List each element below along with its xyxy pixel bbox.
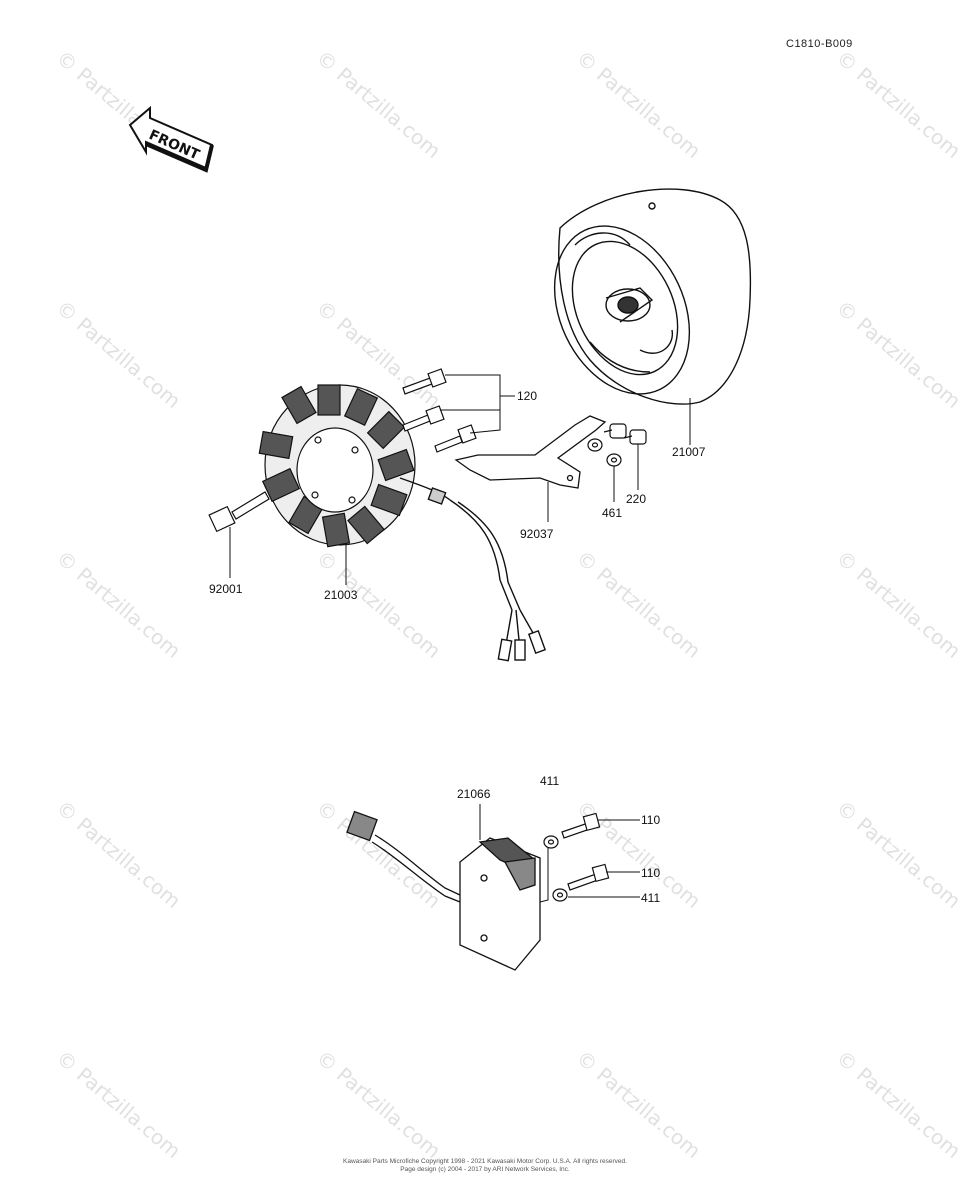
label-92001: 92001 [209, 582, 243, 596]
label-220: 220 [626, 492, 646, 506]
rotor-drawing [553, 188, 752, 405]
label-411-top: 411 [540, 774, 559, 788]
bolt-92001 [208, 491, 270, 533]
watermark: © Partzilla.com [312, 1045, 446, 1163]
watermark: © Partzilla.com [572, 545, 706, 663]
label-461: 461 [602, 506, 622, 520]
watermark: © Partzilla.com [52, 545, 186, 663]
fasteners-110-411 [543, 812, 610, 902]
watermark: © Partzilla.com [572, 1045, 706, 1163]
label-411-bottom: 411 [641, 891, 660, 905]
watermark: © Partzilla.com [572, 795, 706, 913]
label-110-bottom: 110 [641, 866, 660, 880]
watermark: © Partzilla.com [312, 545, 446, 663]
watermark: © Partzilla.com [52, 1045, 186, 1163]
watermark: © Partzilla.com [832, 1045, 966, 1163]
label-92037: 92037 [520, 527, 554, 541]
leader-lines [229, 374, 691, 903]
copyright-footer: Kawasaki Parts Microfiche Copyright 1998… [300, 1158, 670, 1174]
stator-drawing [258, 384, 416, 548]
stator-wiring [399, 477, 547, 662]
watermark: © Partzilla.com [312, 45, 446, 163]
label-21003: 21003 [324, 588, 358, 602]
label-21066: 21066 [457, 787, 491, 801]
label-110-top: 110 [641, 813, 660, 827]
watermark: © Partzilla.com [832, 295, 966, 413]
label-120: 120 [517, 389, 537, 403]
watermark: © Partzilla.com [52, 795, 186, 913]
watermark: © Partzilla.com [312, 795, 446, 913]
watermark: © Partzilla.com [572, 45, 706, 163]
watermark: © Partzilla.com [832, 795, 966, 913]
regulator-drawing [346, 810, 541, 971]
fasteners-461-220 [587, 423, 647, 467]
watermark-layer: © Partzilla.com © Partzilla.com © Partzi… [52, 45, 966, 1163]
diagram-code: C1810-B009 [786, 38, 853, 50]
bracket-92037 [454, 415, 607, 489]
watermark: © Partzilla.com [52, 295, 186, 413]
bolt-set-120 [402, 368, 477, 453]
copyright-line-2: Page design (c) 2004 - 2017 by ARI Netwo… [400, 1166, 570, 1173]
label-21007: 21007 [672, 445, 706, 459]
copyright-line-1: Kawasaki Parts Microfiche Copyright 1998… [343, 1158, 627, 1165]
watermark: © Partzilla.com [832, 45, 966, 163]
watermark: © Partzilla.com [832, 545, 966, 663]
